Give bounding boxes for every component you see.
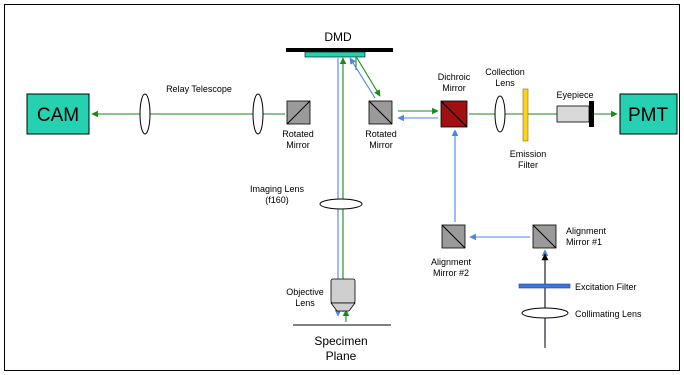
objective-lens: Objective Lens [286, 278, 356, 312]
excitation-filter-label: Excitation Filter [575, 282, 637, 292]
objective-label-1: Objective [286, 287, 324, 297]
rotated-mirror-right: Rotated Mirror [365, 100, 397, 150]
excitation-filter [518, 283, 571, 289]
rotated-mirror-left: Rotated Mirror [282, 100, 314, 150]
emission-filter [522, 88, 529, 142]
beam-dmd-to-rotated-mirror [356, 57, 381, 97]
relay-lens-2 [252, 93, 264, 135]
alignment-mirror-2-label-1: Alignment [431, 257, 472, 267]
cam-box: CAM [26, 93, 90, 135]
collection-lens-label-2: Lens [495, 78, 515, 88]
eyepiece: Eyepiece [556, 90, 594, 127]
collimating-lens [521, 307, 569, 319]
collection-lens-label-1: Collection [485, 67, 525, 77]
specimen-label-2: Plane [326, 349, 357, 363]
emission-filter-label-2: Filter [518, 160, 538, 170]
diagram-border [4, 4, 680, 371]
specimen-label-1: Specimen [314, 334, 367, 348]
alignment-mirror-2-label-2: Mirror #2 [433, 268, 469, 278]
eyepiece-label: Eyepiece [556, 90, 593, 100]
dichroic-label-1: Dichroic [438, 72, 471, 82]
collection-lens [494, 95, 506, 133]
pmt-box: PMT [619, 93, 678, 135]
rotated-mirror-right-label-1: Rotated [365, 129, 397, 139]
imaging-lens-label-1: Imaging Lens [250, 184, 305, 194]
pmt-label: PMT [628, 105, 669, 126]
alignment-mirror-1-label-2: Mirror #1 [566, 237, 602, 247]
emission-filter-label-1: Emission [510, 149, 547, 159]
imaging-lens-label-2: (f160) [265, 195, 289, 205]
beam-rotated-mirror-to-dmd [349, 57, 376, 99]
alignment-mirror-2: Alignment Mirror #2 [431, 224, 472, 278]
rotated-mirror-left-label-1: Rotated [282, 129, 314, 139]
relay-lens-1 [139, 93, 151, 135]
objective-label-2: Lens [295, 298, 315, 308]
emission-path [91, 55, 618, 322]
dmd: DMD [286, 30, 393, 58]
dichroic-mirror: Dichroic Mirror [438, 72, 471, 128]
rotated-mirror-right-label-2: Mirror [369, 140, 393, 150]
alignment-mirror-1: Alignment Mirror #1 [532, 224, 607, 249]
imaging-lens [319, 198, 363, 210]
alignment-mirror-1-label-1: Alignment [566, 226, 607, 236]
relay-telescope-label: Relay Telescope [166, 84, 232, 94]
rotated-mirror-left-label-2: Mirror [286, 140, 310, 150]
excitation-path [334, 57, 549, 340]
dichroic-label-2: Mirror [442, 83, 466, 93]
dmd-label: DMD [324, 30, 352, 44]
cam-label: CAM [37, 105, 79, 126]
collimating-lens-label: Collimating Lens [575, 309, 642, 319]
